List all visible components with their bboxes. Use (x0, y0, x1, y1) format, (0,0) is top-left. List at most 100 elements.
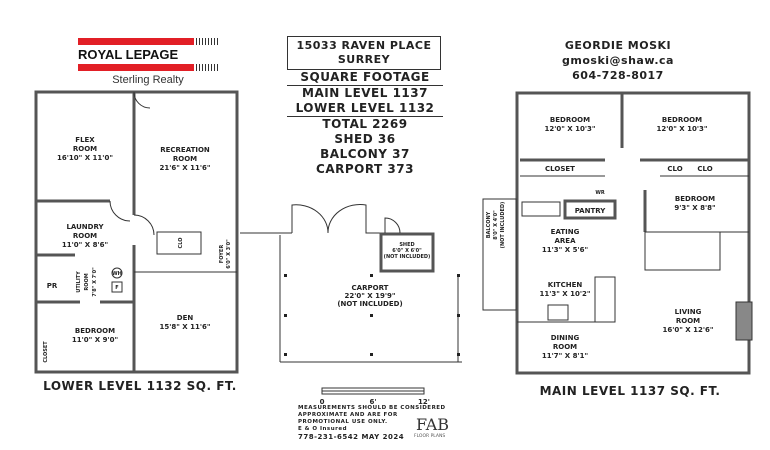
clo-label: CLO (697, 165, 712, 173)
disclaimer: MEASUREMENTS SHOULD BE CONSIDERED APPROX… (298, 405, 446, 442)
room-den: DEN 15'8" X 11'6" (159, 314, 210, 331)
room-laundry: LAUNDRY ROOM 11'0" X 8'6" (62, 223, 108, 249)
logo-bar (78, 38, 220, 45)
door (133, 214, 155, 236)
scale-bar: 0 6' 12' (320, 387, 430, 406)
fireplace (735, 301, 753, 341)
furnace-label: F (115, 285, 118, 291)
svg-text:7'8" X 7'0": 7'8" X 7'0" (92, 267, 98, 297)
agent-info: GEORDIE MOSKI gmoski@shaw.ca 604-728-801… (548, 38, 688, 83)
wr-label: WR (595, 190, 605, 196)
disclaimer-line: MEASUREMENTS SHOULD BE CONSIDERED (298, 405, 446, 411)
disclaimer-line: 778-231-6542 MAY 2024 (298, 433, 405, 441)
svg-text:BEDROOM: BEDROOM (75, 327, 115, 335)
logo-bar (78, 64, 220, 71)
svg-text:FOYER: FOYER (219, 245, 225, 264)
fridge-counter (594, 276, 616, 323)
room-bedroom-1: BEDROOM 12'0" X 10'3" (544, 116, 595, 133)
disclaimer-line: E & O Insured (298, 426, 348, 432)
address-box: 15033 RAVEN PLACE SURREY (287, 36, 441, 70)
shed-label: SHED (399, 242, 414, 248)
closet-label: CLOSET (545, 165, 575, 173)
svg-text:11'0" X 8'6": 11'0" X 8'6" (62, 241, 108, 249)
clo-label: CLO (178, 238, 184, 249)
svg-text:BEDROOM: BEDROOM (675, 195, 715, 203)
square-footage: SQUARE FOOTAGE MAIN LEVEL 1137 LOWER LEV… (287, 70, 443, 132)
main-level-label: MAIN LEVEL 1137 SQ. FT. (539, 384, 721, 398)
sqft-main: MAIN LEVEL 1137 (302, 86, 428, 100)
extras: SHED 36 BALCONY 37 CARPORT 373 (287, 132, 443, 177)
door (109, 200, 131, 222)
svg-text:16'10" X 11'0": 16'10" X 11'0" (57, 154, 113, 162)
room-bedroom-3: BEDROOM 9'3" X 8'8" (674, 195, 715, 212)
svg-text:21'6" X 11'6": 21'6" X 11'6" (159, 164, 210, 172)
svg-text:9'3" X 8'8": 9'3" X 8'8" (674, 204, 715, 212)
brand-name: ROYAL LEPAGE (78, 47, 179, 62)
svg-text:AREA: AREA (554, 237, 576, 245)
closet-label: CLOSET (43, 341, 49, 363)
pantry (563, 199, 617, 220)
svg-text:UTILITY: UTILITY (76, 271, 82, 293)
svg-text:EATING: EATING (551, 228, 580, 236)
pantry-label: PANTRY (575, 207, 607, 215)
svg-text:ROOM: ROOM (676, 317, 700, 325)
fab-logo-sub: FLOOR PLANS (414, 434, 446, 439)
svg-text:15'8" X 11'6": 15'8" X 11'6" (159, 323, 210, 331)
fab-logo: FAB (416, 415, 450, 434)
room-dining: DINING ROOM 11'7" X 8'1" (542, 334, 588, 360)
room-flex: FLEX ROOM 16'10" X 11'0" (57, 136, 113, 162)
carport-size: 22'0" X 19'9" (344, 292, 395, 300)
water-heater (111, 267, 123, 279)
scale-tick: 12' (418, 398, 430, 406)
balcony-label: BALCONY 8'0" X 4'0" (NOT INCLUDED) (486, 202, 506, 249)
svg-text:11'0" X 9'0": 11'0" X 9'0" (72, 336, 118, 344)
room-living: LIVING ROOM 16'0" X 12'6" (662, 308, 713, 334)
royal-lepage-logo: ROYAL LEPAGE Sterling Realty (78, 38, 220, 86)
sqft-lower: LOWER LEVEL 1132 (287, 101, 443, 117)
city: SURREY (337, 53, 391, 66)
svg-text:BALCONY: BALCONY (486, 211, 492, 238)
water-heater-label: WH (112, 271, 122, 277)
svg-text:RECREATION: RECREATION (160, 146, 210, 154)
svg-text:BEDROOM: BEDROOM (550, 116, 590, 124)
disclaimer-line: PROMOTIONAL USE ONLY. (298, 419, 388, 425)
svg-text:ROOM: ROOM (84, 273, 90, 290)
svg-text:11'3" X 5'6": 11'3" X 5'6" (542, 246, 588, 254)
svg-text:12'0" X 10'3": 12'0" X 10'3" (656, 125, 707, 133)
svg-text:BEDROOM: BEDROOM (662, 116, 702, 124)
lower-level-label: LOWER LEVEL 1132 SQ. FT. (43, 379, 237, 393)
svg-text:DEN: DEN (177, 314, 194, 322)
sqft-total: TOTAL 2269 (322, 117, 408, 131)
svg-text:6'0" X 3'0": 6'0" X 3'0" (226, 239, 232, 269)
stairs (156, 231, 202, 255)
svg-text:LIVING: LIVING (675, 308, 702, 316)
room-recreation: RECREATION ROOM 21'6" X 11'6" (159, 146, 210, 172)
carport-plan: CARPORT 22'0" X 19'9" (NOT INCLUDED) SHE… (240, 204, 462, 363)
powder-room-label: PR (47, 282, 58, 290)
room-foyer: FOYER 6'0" X 3'0" (219, 239, 232, 269)
svg-text:ROOM: ROOM (73, 145, 97, 153)
brand-office: Sterling Realty (112, 74, 184, 86)
agent-phone[interactable]: 604-728-8017 (572, 69, 664, 82)
agent-name: GEORDIE MOSKI (564, 39, 672, 52)
scale-tick: 6' (369, 398, 376, 406)
agent-email[interactable]: gmoski@shaw.ca (562, 54, 674, 67)
stove (547, 304, 569, 321)
room-bedroom-2: BEDROOM 12'0" X 10'3" (656, 116, 707, 133)
bathtub (521, 201, 561, 217)
svg-text:ROOM: ROOM (73, 232, 97, 240)
svg-text:LAUNDRY: LAUNDRY (66, 223, 104, 231)
shed (379, 232, 435, 273)
carport-sqft: CARPORT 373 (316, 162, 414, 176)
disclaimer-line: APPROXIMATE AND ARE FOR (298, 412, 398, 418)
svg-text:DINING: DINING (551, 334, 580, 342)
svg-text:16'0" X 12'6": 16'0" X 12'6" (662, 326, 713, 334)
room-bedroom: BEDROOM 11'0" X 9'0" (72, 327, 118, 344)
svg-text:KITCHEN: KITCHEN (548, 281, 583, 289)
clo-label: CLO (667, 165, 682, 173)
svg-text:ROOM: ROOM (173, 155, 197, 163)
svg-text:8'0" X 4'0": 8'0" X 4'0" (493, 210, 499, 240)
lower-level-plan: FLEX ROOM 16'10" X 11'0" RECREATION ROOM… (34, 90, 239, 374)
carport-label: CARPORT (352, 284, 389, 292)
door (133, 91, 151, 109)
